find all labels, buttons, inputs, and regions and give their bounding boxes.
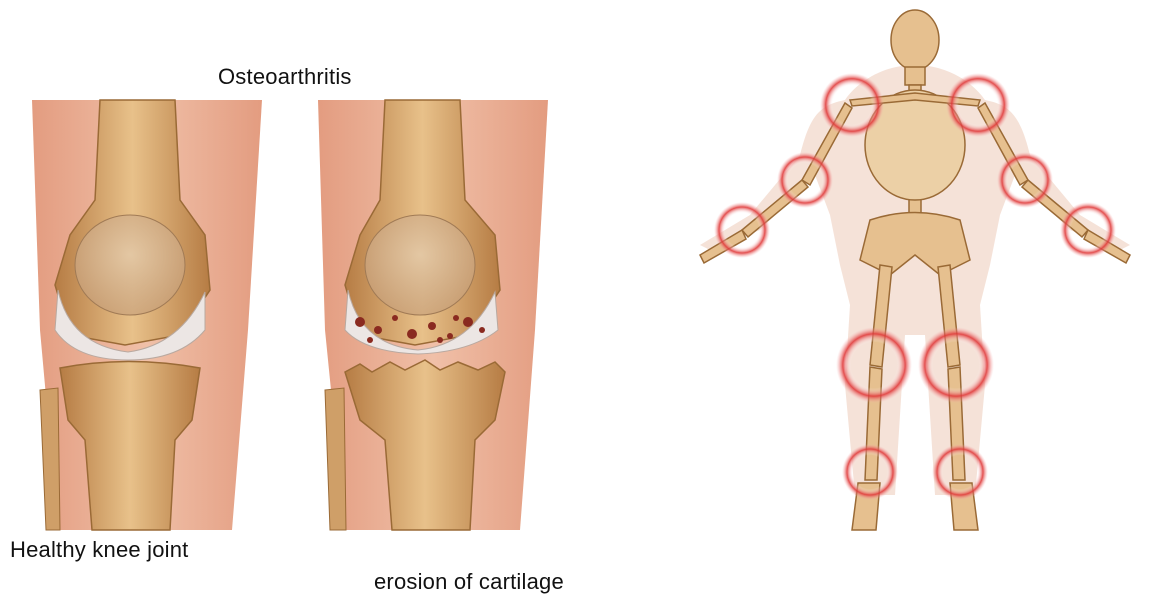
healthy-knee-label: Healthy knee joint (10, 537, 188, 563)
osteoarthritis-knee-image (318, 100, 548, 530)
right-elbow-highlight (997, 152, 1053, 208)
right-knee-highlight (918, 327, 994, 403)
right-wrist-highlight (1060, 202, 1116, 258)
left-wrist-highlight (714, 202, 770, 258)
right-ankle-highlight (932, 444, 988, 500)
skeleton-illustration (680, 5, 1150, 565)
erosion-label: erosion of cartilage (374, 569, 564, 595)
healthy-knee-image (32, 100, 262, 530)
left-knee-highlight (836, 327, 912, 403)
right-shoulder-highlight (946, 73, 1010, 137)
left-shoulder-highlight (820, 73, 884, 137)
left-elbow-highlight (777, 152, 833, 208)
left-ankle-highlight (842, 444, 898, 500)
diagram-title: Osteoarthritis (218, 64, 352, 90)
